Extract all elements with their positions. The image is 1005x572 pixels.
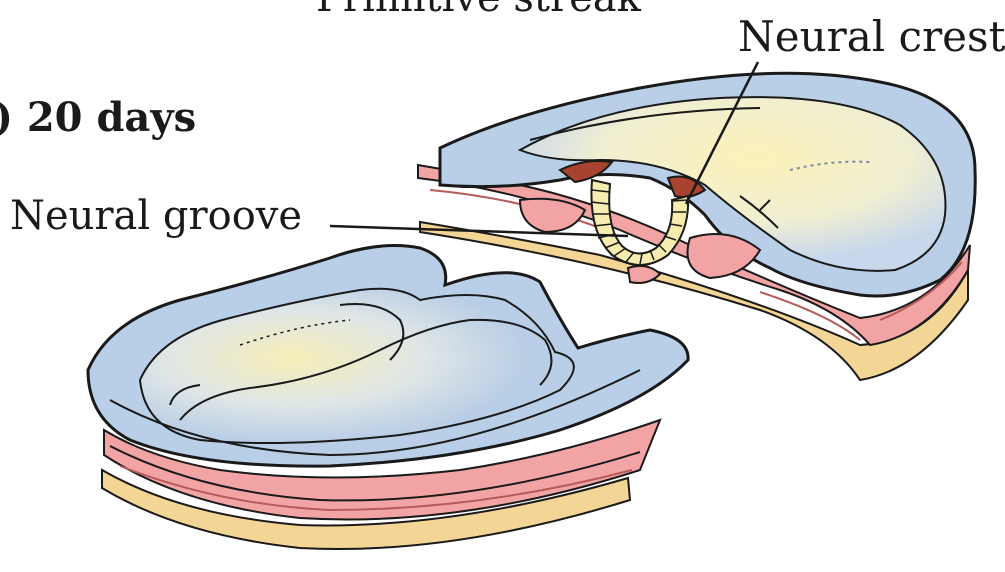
top-cut-label: Primitive streak [316, 0, 641, 18]
panel-label: ) 20 days [0, 98, 196, 138]
anterior-segment [88, 246, 688, 549]
neural-crest-label: Neural crest [738, 16, 1005, 58]
neural-groove-label: Neural groove [10, 196, 302, 236]
